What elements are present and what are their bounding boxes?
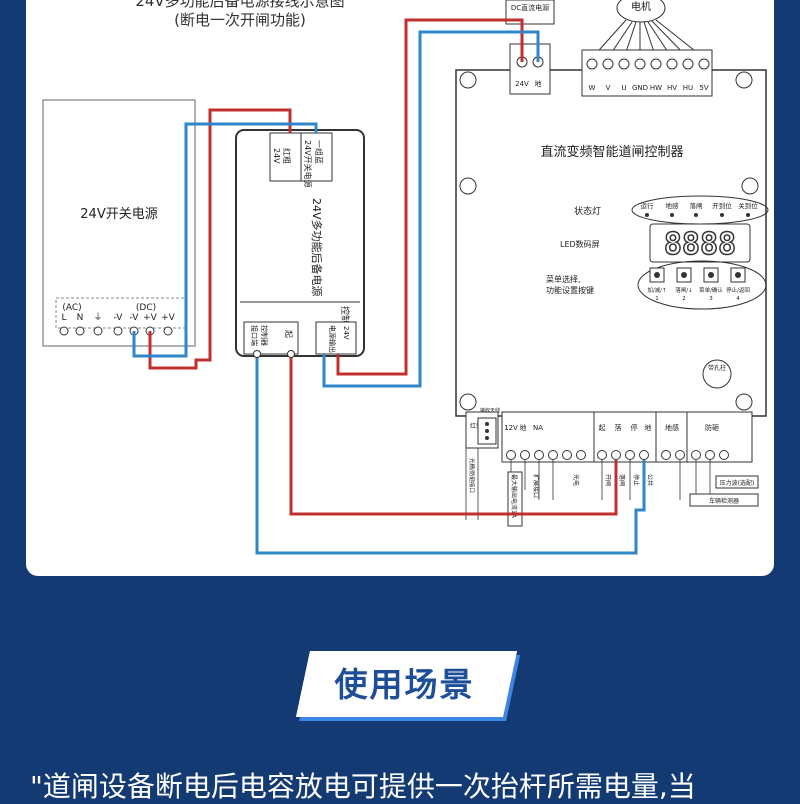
menu-label-1: 菜单选择, — [546, 274, 581, 284]
menu-label-2: 功能设置按键 — [546, 285, 594, 295]
term-loop: 地感 — [665, 423, 679, 432]
term-ground-1: 地 — [520, 423, 527, 432]
btn-label-1: 加/减/↑ — [647, 286, 666, 294]
term-ground-2: 地 — [645, 423, 652, 432]
psu-ac-label: (AC) — [62, 303, 81, 313]
side-label-pressure-wave: 压力波(选配) — [720, 479, 755, 487]
dc-power-label: DC直流电源 — [511, 3, 549, 12]
switch-power-supply: 24V开关电源 (AC) (DC) L N ⏚ -V -V +V +V — [42, 99, 196, 347]
backup-out-label-a: 电源输出 — [328, 325, 337, 353]
antenna-label: 接收天线 — [480, 407, 500, 414]
led-display: 8888 — [664, 227, 736, 262]
controller-name: 直流变频智能道闸控制器 — [540, 144, 683, 160]
backup-in-label-c: 一组蓝 — [314, 140, 324, 164]
wiring-diagram: 24V开关电源 (AC) (DC) L N ⏚ -V -V +V +V — [42, 0, 769, 555]
led-label: LED数码屏 — [560, 239, 600, 249]
backup-in-label-b: 24V — [272, 148, 281, 164]
side-label-vehicle-detector: 车辆检测器 — [709, 497, 739, 505]
side-label-stop: 停止 — [632, 474, 640, 486]
psu-term-v3: +V — [143, 313, 158, 323]
psu-term-ground: ⏚ — [93, 312, 102, 323]
btn-num-2: 2 — [682, 296, 686, 302]
side-label-photo: 光电 — [572, 474, 580, 486]
term-na: NA — [533, 424, 543, 432]
term-open: 起 — [599, 424, 606, 432]
side-label-open: 开闸 — [604, 474, 612, 486]
psu-label: 24V开关电源 — [80, 207, 157, 222]
psu-term-l: L — [61, 313, 66, 323]
gate-controller: 直流变频智能道闸控制器 DC直流电源 24V 地 电机 — [455, 0, 769, 417]
motor-term-gnd: GND — [632, 84, 648, 92]
term-close: 落 — [615, 423, 622, 432]
backup-power-unit: 红粗 24V 一组蓝 24V开关电源 24V多功能后备电源 控制器端 控制器 接… — [235, 129, 365, 357]
motor-label: 电机 — [631, 0, 651, 13]
description-text: "道闸设备断电后电容放电可提供一次抬杆所需电量,当 — [30, 770, 696, 803]
diagram-card: 24V多功能后备电源接线示意图 (断电一次开闸功能) 24V开关电源 (AC) … — [26, 0, 774, 576]
power-term-24v: 24V — [515, 80, 529, 88]
motor-term-hu: HU — [683, 84, 693, 92]
section-badge: 使用场景 — [334, 665, 475, 704]
backup-out-label-b: 24V — [342, 326, 350, 340]
backup-out-label-d: 起 — [284, 330, 293, 338]
term-12v: 12V — [504, 424, 518, 432]
wires — [132, 18, 646, 555]
psu-term-v2: -V — [130, 313, 140, 323]
btn-num-1: 1 — [655, 296, 659, 302]
term-stop: 停 — [631, 423, 638, 432]
psu-term-n: N — [77, 313, 84, 323]
btn-label-3: 菜单/确认 — [699, 286, 723, 294]
infrared-label: 红外 — [470, 422, 482, 430]
btn-num-4: 4 — [736, 296, 740, 302]
btn-label-2: 落闸/↓ — [675, 286, 692, 294]
btn-num-3: 3 — [709, 296, 713, 302]
status-light-close: 落闸 — [690, 201, 703, 210]
status-light-open-limit: 开到位 — [712, 201, 732, 210]
backup-out-label-c: 控制器 — [260, 325, 269, 346]
backup-in-label-a: 红粗 — [282, 148, 292, 164]
backup-out-label-e: 接口端 — [250, 325, 259, 346]
motor-term-u: U — [621, 84, 626, 92]
side-label-grating: 光栅/防砸接口 — [468, 458, 476, 493]
small-round-label: 带孔柱 — [708, 364, 726, 372]
status-light-close-limit: 关到位 — [738, 201, 758, 210]
status-light-run: 运行 — [641, 201, 655, 210]
diagram-title-line1: 24V多功能后备电源接线示意图 — [135, 0, 345, 10]
backup-name: 24V多功能后备电源 — [310, 198, 324, 297]
psu-term-v4: +V — [161, 313, 176, 323]
status-light-label: 状态灯 — [574, 205, 601, 217]
motor-term-w: W — [589, 84, 596, 92]
motor-term-hv: HV — [667, 84, 677, 92]
motor-term-v: V — [606, 84, 611, 92]
psu-dc-label: (DC) — [136, 303, 156, 313]
motor-term-5v: 5V — [699, 84, 708, 92]
backup-in-label-d: 24V开关电源 — [303, 140, 313, 188]
diagram-title-line2: (断电一次开闸功能) — [174, 11, 306, 29]
side-label-expansion: 扩展接口 — [532, 474, 540, 498]
bottom-terminal-block: 红外 接收天线 12V 地 NA 起 落 停 地 地感 防砸 — [465, 407, 759, 527]
status-light-loop: 地感 — [666, 201, 680, 210]
side-label-max-current: 最大输出电流1A — [510, 474, 518, 519]
power-term-ground: 地 — [535, 79, 542, 88]
side-label-common: 公共 — [646, 474, 654, 486]
psu-term-v1: -V — [114, 313, 124, 323]
diagram-title: 24V多功能后备电源接线示意图 (断电一次开闸功能) — [90, 0, 390, 30]
btn-label-4: 停止/返回 — [726, 286, 750, 294]
side-label-close: 落闸 — [618, 474, 626, 486]
term-anti-smash: 防砸 — [705, 423, 719, 432]
motor-term-hw: HW — [650, 84, 662, 92]
